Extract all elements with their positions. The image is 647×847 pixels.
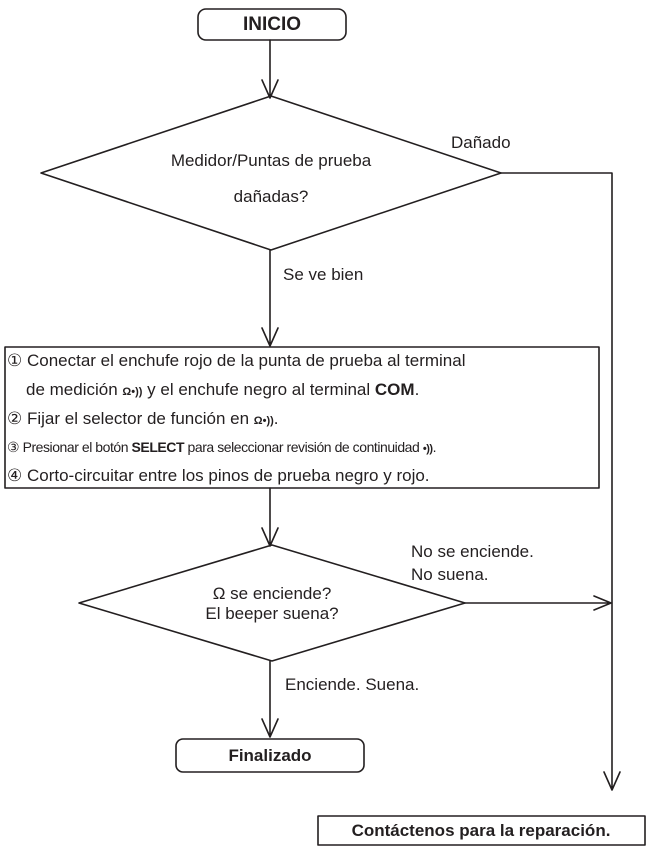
arrow-decision1-to-steps <box>261 249 279 347</box>
step-2-text-a: Fijar el selector de función en <box>26 409 250 428</box>
decision2-diamond <box>78 544 466 662</box>
step-1-text-a: Conectar el enchufe rojo de la punta de … <box>26 351 466 370</box>
step-1-terminal-com: COM <box>374 380 415 399</box>
decision2-line2: El beeper suena? <box>205 604 339 623</box>
arrow-decision2-to-end <box>261 660 279 738</box>
step-1-line1: ① Conectar el enchufe rojo de la punta d… <box>7 352 466 369</box>
decision2-no-line2: No suena. <box>411 565 489 584</box>
step-3-text-a: Presionar el botón <box>22 439 129 455</box>
step-1-number: ① <box>7 351 23 370</box>
decision1-line2: dañadas? <box>233 187 309 206</box>
step-3-select: SELECT <box>131 439 185 455</box>
end-terminator <box>175 738 365 773</box>
arrow-start-to-decision1 <box>261 39 279 99</box>
step-2-text-e: . <box>273 409 279 428</box>
step-2-line: ② Fijar el selector de función en Ω•)). <box>7 410 279 427</box>
step-3-text-e: . <box>432 439 437 455</box>
ohm-continuity-icon: Ω•)) <box>253 415 274 427</box>
arrow-steps-to-decision2 <box>261 487 279 547</box>
decision2-yes-label: Enciende. Suena. <box>285 675 420 694</box>
step-3-line: ③ Presionar el botón SELECT para selecci… <box>7 439 437 455</box>
start-label: INICIO <box>242 14 302 35</box>
step-3-text-c: para seleccionar revisión de continuidad <box>187 439 420 455</box>
step-4-number: ④ <box>7 466 23 485</box>
start-terminator <box>197 8 347 41</box>
decision2-line1: Ω se enciende? <box>212 584 332 603</box>
decision1-yes-label: Dañado <box>451 133 511 152</box>
continuity-icon: •)) <box>422 443 433 455</box>
step-1-text-c: y el enchufe negro al terminal <box>147 380 371 399</box>
decision1-diamond <box>40 95 502 251</box>
end-label: Finalizado <box>228 746 312 765</box>
decision1-line1: Medidor/Puntas de prueba <box>170 151 372 170</box>
decision2-no-line1: No se enciende. <box>411 542 534 561</box>
step-3-number: ③ <box>7 439 20 455</box>
step-1-text-b: de medición <box>26 380 118 399</box>
line-damaged <box>500 172 621 791</box>
step-4-text-a: Corto-circuitar entre los pinos de prueb… <box>26 466 430 485</box>
step-1-text-e: . <box>414 380 420 399</box>
step-4-line: ④ Corto-circuitar entre los pinos de pru… <box>7 467 430 484</box>
step-1-line2: de medición Ω•)) y el enchufe negro al t… <box>26 381 419 398</box>
ohm-continuity-icon: Ω•)) <box>122 386 143 398</box>
decision1-no-label: Se ve bien <box>283 265 364 284</box>
arrow-decision2-no <box>464 595 612 611</box>
step-2-number: ② <box>7 409 23 428</box>
steps-box <box>4 346 600 489</box>
repair-label: Contáctenos para la reparación. <box>351 821 611 840</box>
repair-box <box>317 815 646 846</box>
